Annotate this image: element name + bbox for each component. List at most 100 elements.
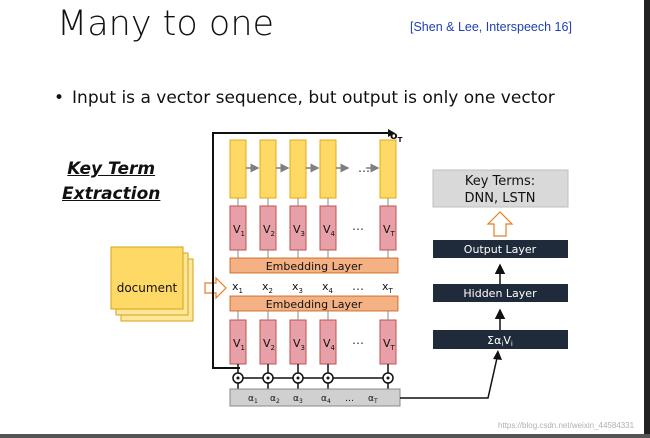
embedding-layer-bottom <box>229 295 399 312</box>
multiply-nodes <box>232 364 394 389</box>
v-bottom-sub: 2 <box>271 344 275 352</box>
v-top-label: V <box>293 223 301 236</box>
v-top-sub: 4 <box>331 230 336 238</box>
v-bottom-label: V <box>233 337 241 350</box>
v-top-label: V <box>233 223 241 236</box>
svg-text:α4: α4 <box>321 394 331 405</box>
bullet-point: • Input is a vector sequence, but output … <box>54 88 555 108</box>
v-top-label: V <box>383 223 391 236</box>
key-terms-arrow <box>486 211 514 237</box>
x-label: x <box>262 280 269 293</box>
x-label: x <box>232 280 239 293</box>
svg-text:α3: α3 <box>293 394 303 405</box>
v-bottom-sub: 3 <box>301 344 305 352</box>
lstm-ellipsis: … <box>358 161 370 175</box>
svg-text:VT: VT <box>383 223 396 238</box>
svg-text:xT: xT <box>382 280 394 295</box>
svg-text:V4: V4 <box>323 337 336 352</box>
document-stack: document <box>110 246 194 322</box>
x-label: x <box>382 280 389 293</box>
window-edge-right <box>644 0 650 438</box>
lstm-box <box>319 139 337 199</box>
v-bottom-sub: 1 <box>241 344 245 352</box>
v-top-ellipsis: … <box>352 219 364 233</box>
svg-text:oT: oT <box>390 129 403 144</box>
svg-text:ΣαiVi: ΣαiVi <box>487 334 513 348</box>
svg-text:V2: V2 <box>263 223 275 238</box>
lstm-box <box>289 139 307 199</box>
slide-title: Many to one <box>57 4 275 44</box>
v-bottom-label: V <box>323 337 331 350</box>
key-term-line2: Extraction <box>62 184 161 204</box>
sum-connector <box>400 357 498 399</box>
alpha-sub: T <box>373 398 378 405</box>
bullet-text: Input is a vector sequence, but output i… <box>72 88 555 108</box>
x-sub: 3 <box>299 287 303 295</box>
sum-box <box>433 330 568 349</box>
watermark: https://blog.csdn.net/weixin_44584331 <box>498 421 635 430</box>
x-label: x <box>292 280 299 293</box>
v-bottom-label: V <box>383 337 391 350</box>
svg-text:V1: V1 <box>233 337 245 352</box>
svg-text:x3: x3 <box>292 280 303 295</box>
v-bottom-ellipsis: … <box>352 333 364 347</box>
x-sub: 1 <box>239 287 243 295</box>
svg-text:V3: V3 <box>293 337 305 352</box>
alpha-label: α <box>270 394 276 404</box>
window-edge-bottom <box>0 434 650 438</box>
v-top-sub: T <box>390 230 396 238</box>
alpha-sub: 1 <box>254 398 258 405</box>
x-sub: 4 <box>329 287 334 295</box>
lstm-box <box>259 139 277 199</box>
feedback-line <box>212 132 388 369</box>
output-layer-label: Output Layer <box>464 243 537 256</box>
lstm-box <box>229 139 247 199</box>
x-sub: 2 <box>269 287 273 295</box>
v-top-sub: 2 <box>271 230 275 238</box>
sum-v: V <box>503 334 511 347</box>
x-row: x1 x2 x3 x4 xT … <box>232 279 394 295</box>
v-top-sub: 3 <box>301 230 305 238</box>
svg-text:V3: V3 <box>293 223 305 238</box>
alpha-sub: 2 <box>276 398 280 405</box>
sum-sub-i1: i <box>501 340 503 348</box>
alpha-label: α <box>368 394 374 404</box>
embedding-layer-top <box>229 257 399 274</box>
svg-text:α1: α1 <box>248 394 258 405</box>
svg-text:α2: α2 <box>270 394 280 405</box>
citation: [Shen & Lee, Interspeech 16] <box>410 20 572 34</box>
bullet-dot: • <box>54 88 65 108</box>
alpha-ellipsis: … <box>345 394 354 404</box>
x-sub: T <box>388 287 394 295</box>
document-arrow <box>204 276 227 300</box>
v-row-top: V1 V2 V3 V4 VT … <box>229 205 397 251</box>
output-layer-box <box>433 240 568 258</box>
v-top-label: V <box>323 223 331 236</box>
document-label: document <box>117 281 178 295</box>
svg-text:αT: αT <box>368 394 378 405</box>
sum-sub-i2: i <box>511 340 513 348</box>
svg-text:x2: x2 <box>262 280 273 295</box>
svg-text:VT: VT <box>383 337 396 352</box>
svg-text:V4: V4 <box>323 223 336 238</box>
output-label: o <box>390 129 398 142</box>
lstm-box <box>379 139 397 199</box>
v-bottom-sub: T <box>390 344 396 352</box>
v-top-label: V <box>263 223 271 236</box>
key-term-extraction-label: Key Term Extraction <box>62 157 160 207</box>
v-bottom-label: V <box>293 337 301 350</box>
output-subscript: T <box>398 136 403 144</box>
hidden-layer-box <box>433 284 568 302</box>
svg-text:x4: x4 <box>322 280 334 295</box>
key-terms-line1: Key Terms: <box>465 174 535 189</box>
hidden-layer-label: Hidden Layer <box>463 287 537 300</box>
v-bottom-label: V <box>263 337 271 350</box>
key-term-line1: Key Term <box>67 159 156 179</box>
v-row-bottom: V1 V2 V3 V4 VT … <box>229 319 397 365</box>
alpha-label: α <box>293 394 299 404</box>
alpha-label: α <box>321 394 327 404</box>
v-top-sub: 1 <box>241 230 245 238</box>
lstm-row: … <box>229 139 397 199</box>
